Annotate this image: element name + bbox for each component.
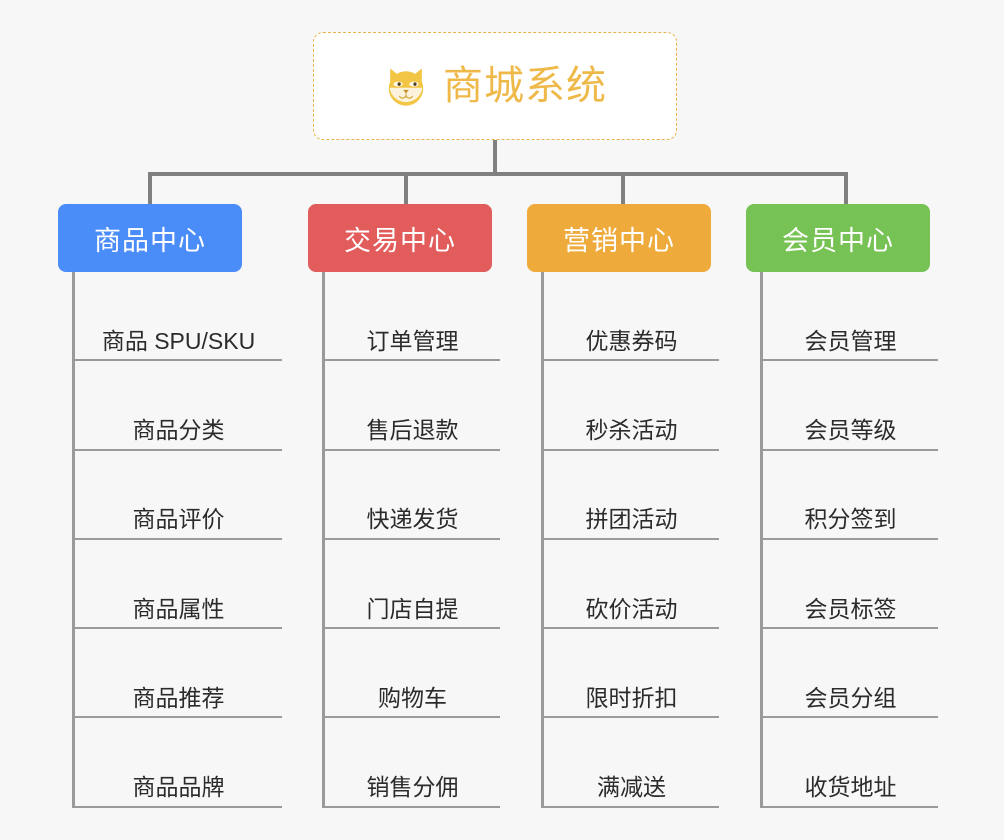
leaf-item-label: 销售分佣 [366, 774, 459, 801]
leaf-item-label: 会员管理 [804, 327, 897, 354]
connector-drop-branch-4 [844, 172, 848, 206]
leaf-item[interactable]: 秒杀活动 [544, 361, 719, 451]
leaf-item[interactable]: 商品品牌 [75, 718, 282, 808]
leaf-item[interactable]: 购物车 [325, 629, 500, 719]
branch-header-1[interactable]: 商品中心 [58, 204, 242, 272]
branch-leaf-list-4: 会员管理 会员等级 积分签到 会员标签 会员分组 收货地址 [760, 272, 938, 808]
leaf-item[interactable]: 售后退款 [325, 361, 500, 451]
leaf-item[interactable]: 商品属性 [75, 540, 282, 630]
leaf-item-label: 门店自提 [366, 595, 459, 622]
leaf-item[interactable]: 会员等级 [763, 361, 938, 451]
branch-header-3[interactable]: 营销中心 [527, 204, 711, 272]
leaf-item-label: 快递发货 [366, 506, 459, 533]
leaf-item[interactable]: 门店自提 [325, 540, 500, 630]
leaf-item[interactable]: 收货地址 [763, 718, 938, 808]
branch-header-4-label: 会员中心 [782, 225, 894, 256]
leaf-item[interactable]: 快递发货 [325, 451, 500, 540]
branch-header-3-label: 营销中心 [563, 225, 675, 256]
branch-header-2[interactable]: 交易中心 [308, 204, 492, 272]
leaf-item-label: 订单管理 [366, 327, 459, 354]
leaf-item-label: 商品评价 [132, 506, 225, 533]
root-node-label: 商城系统 [443, 64, 607, 108]
connector-drop-branch-2 [404, 172, 408, 206]
connector-drop-branch-3 [621, 172, 625, 206]
leaf-item-label: 会员标签 [804, 595, 897, 622]
connector-horizontal-bus [148, 172, 848, 176]
leaf-item[interactable]: 限时折扣 [544, 629, 719, 719]
leaf-item-label: 优惠券码 [585, 327, 678, 354]
leaf-item[interactable]: 订单管理 [325, 272, 500, 362]
leaf-item-label: 秒杀活动 [585, 417, 678, 443]
leaf-item[interactable]: 会员管理 [763, 272, 938, 362]
leaf-item[interactable]: 会员标签 [763, 540, 938, 630]
leaf-item-label: 砍价活动 [585, 595, 678, 622]
leaf-item-label: 商品属性 [132, 595, 225, 622]
branch-header-4[interactable]: 会员中心 [746, 204, 930, 272]
leaf-item-label: 会员分组 [804, 684, 897, 711]
connector-root-stem [493, 140, 497, 174]
leaf-item-label: 商品品牌 [132, 774, 225, 801]
leaf-item[interactable]: 商品 SPU/SKU [75, 272, 282, 362]
leaf-item-label: 商品推荐 [132, 684, 225, 711]
leaf-item-label: 购物车 [378, 684, 447, 711]
leaf-item-label: 会员等级 [804, 417, 897, 443]
leaf-item-label: 拼团活动 [585, 506, 678, 533]
root-node-shopping-mall-system[interactable]: 商城系统 [313, 32, 677, 140]
leaf-item[interactable]: 商品推荐 [75, 629, 282, 719]
shiba-dog-face-icon [383, 64, 429, 110]
branch-header-1-label: 商品中心 [94, 225, 206, 256]
leaf-item-label: 限时折扣 [585, 684, 678, 711]
branch-leaf-list-3: 优惠券码 秒杀活动 拼团活动 砍价活动 限时折扣 满减送 [541, 272, 719, 808]
leaf-item[interactable]: 优惠券码 [544, 272, 719, 362]
connector-drop-branch-1 [148, 172, 152, 206]
branch-header-2-label: 交易中心 [344, 225, 456, 256]
leaf-item[interactable]: 拼团活动 [544, 451, 719, 540]
leaf-item[interactable]: 商品分类 [75, 361, 282, 451]
branch-leaf-list-1: 商品 SPU/SKU 商品分类 商品评价 商品属性 商品推荐 商品品牌 [72, 272, 282, 808]
leaf-item[interactable]: 满减送 [544, 718, 719, 808]
leaf-item-label: 收货地址 [804, 774, 897, 801]
leaf-item-label: 商品 SPU/SKU [101, 327, 256, 354]
leaf-item[interactable]: 销售分佣 [325, 718, 500, 808]
leaf-item[interactable]: 砍价活动 [544, 540, 719, 630]
branch-leaf-list-2: 订单管理 售后退款 快递发货 门店自提 购物车 销售分佣 [322, 272, 500, 808]
leaf-item-label: 满减送 [597, 774, 666, 801]
leaf-item[interactable]: 商品评价 [75, 451, 282, 540]
leaf-item-label: 售后退款 [366, 417, 459, 443]
leaf-item[interactable]: 积分签到 [763, 451, 938, 540]
leaf-item-label: 积分签到 [804, 506, 897, 533]
leaf-item[interactable]: 会员分组 [763, 629, 938, 719]
leaf-item-label: 商品分类 [132, 417, 225, 443]
